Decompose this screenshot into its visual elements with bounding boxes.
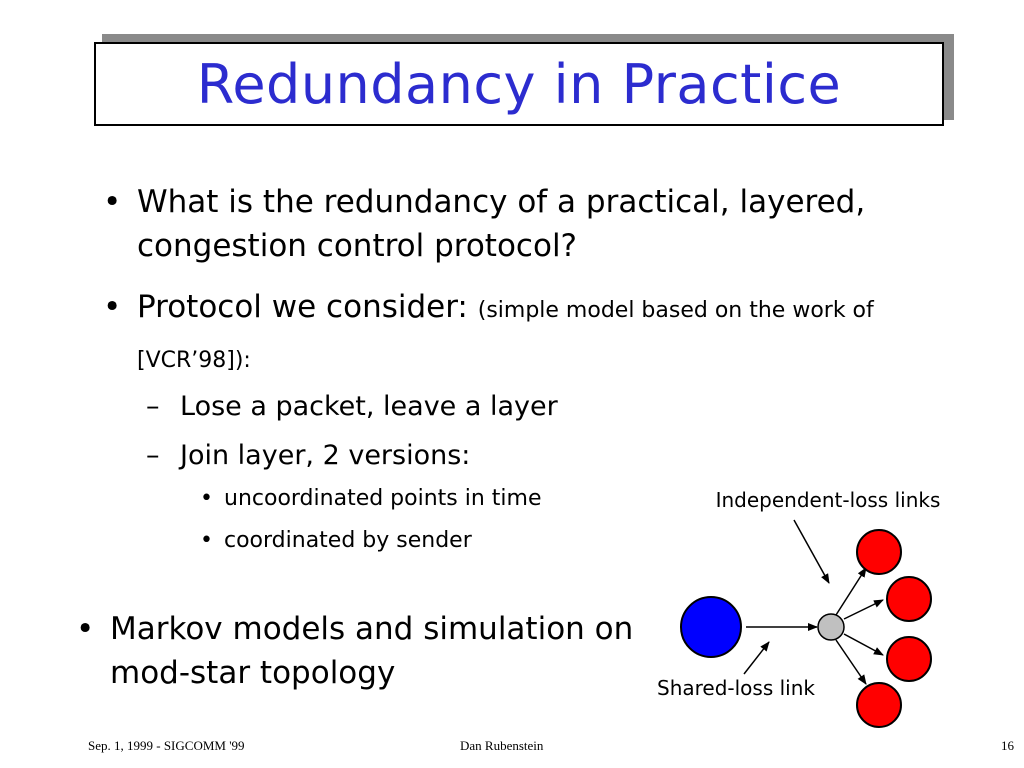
footer-page-number: 16 bbox=[1001, 738, 1014, 753]
source-node bbox=[680, 596, 742, 658]
shared-loss-pointer bbox=[743, 641, 770, 675]
sub-bullet-2: – Join layer, 2 versions: bbox=[146, 437, 680, 475]
sub-bullet-2-text: Join layer, 2 versions: bbox=[180, 440, 471, 471]
subsub-bullet-dot: • bbox=[200, 486, 213, 511]
bullet-3: • Markov models and simulation on mod-st… bbox=[76, 607, 670, 695]
title-box: Redundancy in Practice bbox=[94, 42, 944, 126]
independent-link-3 bbox=[843, 633, 884, 656]
independent-link-2 bbox=[843, 599, 884, 620]
independent-link-4 bbox=[835, 639, 867, 685]
shared-loss-label: Shared-loss link bbox=[657, 676, 815, 700]
subsub-bullet-dot: • bbox=[200, 528, 213, 553]
router-node bbox=[817, 613, 845, 641]
footer-author: Dan Rubenstein bbox=[460, 738, 544, 753]
slide-title: Redundancy in Practice bbox=[196, 52, 842, 116]
bullet-dot: • bbox=[76, 611, 95, 647]
bullet-1: • What is the redundancy of a practical,… bbox=[103, 180, 897, 268]
bullet-3-text: Markov models and simulation on mod-star… bbox=[110, 611, 634, 691]
receiver-node-3 bbox=[886, 636, 932, 682]
bullet-2: • Protocol we consider: (simple model ba… bbox=[103, 285, 917, 385]
subsub-bullet-1-text: uncoordinated points in time bbox=[224, 486, 542, 511]
bullet-dot: • bbox=[103, 289, 122, 325]
subsub-bullet-2: • coordinated by sender bbox=[200, 525, 644, 557]
bullet-2-text: Protocol we consider: bbox=[137, 289, 468, 325]
subsub-bullet-2-text: coordinated by sender bbox=[224, 528, 472, 553]
independent-loss-label: Independent-loss links bbox=[716, 488, 941, 512]
sub-bullet-dash: – bbox=[146, 391, 160, 422]
independent-link-1 bbox=[835, 567, 867, 616]
subsub-bullet-1: • uncoordinated points in time bbox=[200, 483, 644, 515]
independent-loss-pointer bbox=[793, 519, 830, 584]
receiver-node-2 bbox=[886, 576, 932, 622]
bullet-2-note: (simple model based on the work of [VCR’… bbox=[137, 298, 874, 373]
footer-date: Sep. 1, 1999 - SIGCOMM '99 bbox=[88, 738, 245, 753]
sub-bullet-dash: – bbox=[146, 440, 160, 471]
receiver-node-1 bbox=[856, 529, 902, 575]
bullet-dot: • bbox=[103, 184, 122, 220]
receiver-node-4 bbox=[856, 682, 902, 728]
sub-bullet-1: – Lose a packet, leave a layer bbox=[146, 388, 680, 426]
sub-bullet-1-text: Lose a packet, leave a layer bbox=[180, 391, 558, 422]
bullet-1-text: What is the redundancy of a practical, l… bbox=[137, 184, 866, 264]
